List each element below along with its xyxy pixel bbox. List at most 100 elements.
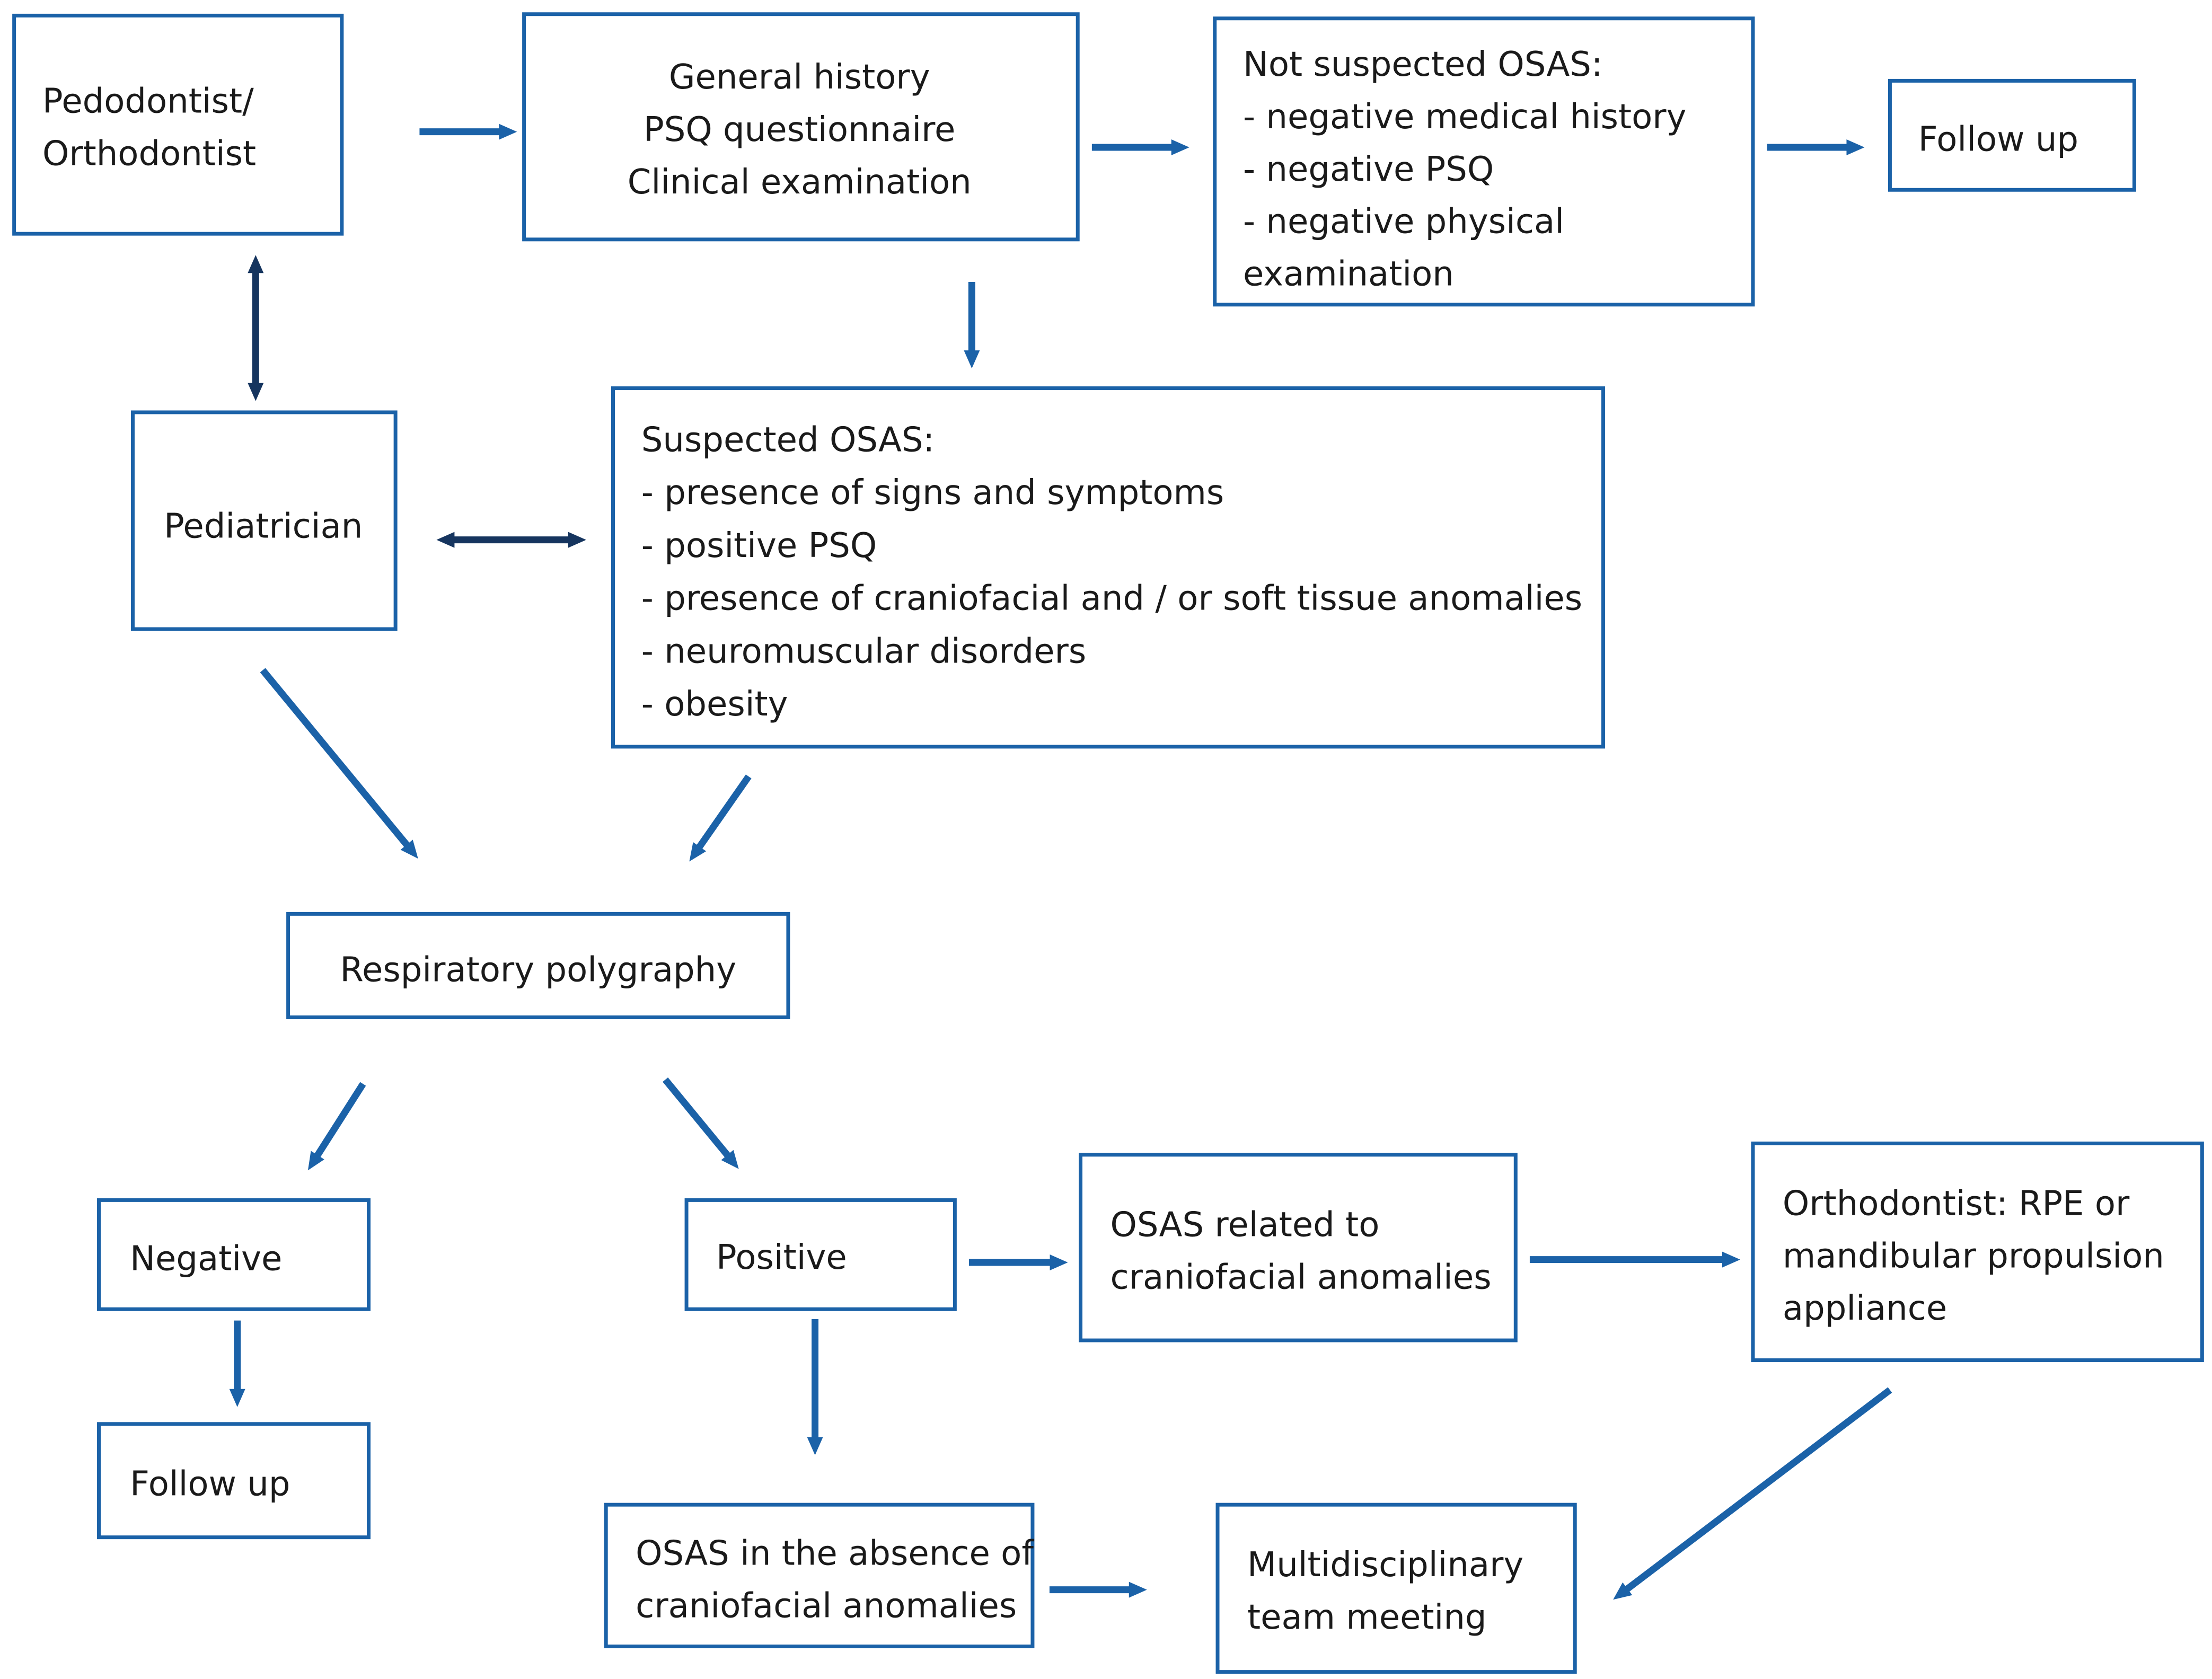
node-label-line: craniofacial anomalies xyxy=(636,1587,1017,1626)
node-label-line: mandibular propulsion xyxy=(1783,1236,2164,1276)
node-box xyxy=(604,1503,1035,1649)
node-label: Respiratory polygraphy xyxy=(340,950,736,989)
node-label-line: OSAS in the absence of xyxy=(636,1534,1034,1574)
arrow-osas-absence-to-multidisciplinary xyxy=(1049,1581,1147,1598)
arrow-head xyxy=(248,383,264,401)
node-box xyxy=(1213,16,1755,307)
node-label-line: - neuromuscular disorders xyxy=(641,632,1086,671)
arrow-suspected-to-polygraphy xyxy=(689,774,752,862)
node-label-line: Pedodontist/ xyxy=(42,82,254,121)
arrow-tail-head xyxy=(248,255,264,273)
node-label: Not suspected OSAS: - negative medical hi… xyxy=(1243,45,1686,294)
arrow-head xyxy=(568,532,586,548)
node-negative: Negative xyxy=(97,1198,371,1311)
node-label-line: Positive xyxy=(716,1238,847,1277)
arrow-shaft xyxy=(663,1077,732,1159)
node-label-line: Suspected OSAS: xyxy=(641,420,935,459)
arrow-general-history-to-suspected xyxy=(964,282,980,369)
node-label-line: Not suspected OSAS: xyxy=(1243,45,1603,84)
arrow-head xyxy=(1129,1581,1147,1598)
node-label-line: - negative medical history xyxy=(1243,98,1686,137)
arrow-shaft xyxy=(313,1082,366,1159)
node-label-line: - obesity xyxy=(641,685,788,724)
arrow-head xyxy=(1846,139,1865,156)
node-positive: Positive xyxy=(684,1198,957,1311)
node-label-line: Follow up xyxy=(130,1465,290,1504)
node-box xyxy=(130,410,398,631)
arrow-polygraphy-to-positive xyxy=(663,1077,739,1169)
node-osas-absence: OSAS in the absence of craniofacial anoma… xyxy=(604,1503,1035,1649)
node-box xyxy=(611,386,1605,749)
arrow-general-history-to-not-suspected xyxy=(1091,139,1189,156)
node-label-line: General history xyxy=(669,58,930,97)
arrow-head xyxy=(1050,1254,1068,1271)
arrow-tail-head xyxy=(436,532,455,548)
arrow-shaft xyxy=(260,668,411,849)
node-suspected: Suspected OSAS: - presence of signs and s… xyxy=(611,386,1605,749)
arrow-pedodontist-to-general-history xyxy=(419,123,517,140)
arrow-head xyxy=(964,350,980,369)
node-label: OSAS in the absence of craniofacial anoma… xyxy=(636,1534,1034,1626)
node-box xyxy=(1079,1153,1518,1342)
node-label: Pediatrician xyxy=(164,507,363,546)
arrow-pedodontist-to-pediatrician xyxy=(248,255,264,401)
arrow-head xyxy=(689,842,707,862)
arrow-pediatrician-to-polygraphy xyxy=(260,668,418,859)
node-label-line: craniofacial anomalies xyxy=(1110,1258,1491,1297)
arrow-head xyxy=(1722,1251,1740,1268)
arrow-orthodontist-rpe-to-multidisciplinary xyxy=(1613,1387,1892,1600)
node-follow-up-bottom: Follow up xyxy=(97,1422,371,1540)
node-box xyxy=(1888,78,2136,192)
node-label-line: Orthodontist: RPE or xyxy=(1783,1184,2130,1223)
arrows-layer xyxy=(229,123,1892,1600)
arrow-head xyxy=(400,840,418,859)
node-label: Suspected OSAS: - presence of signs and s… xyxy=(641,420,1582,724)
arrow-shaft xyxy=(1624,1387,1892,1593)
node-label: OSAS related to craniofacial anomalies xyxy=(1110,1206,1491,1297)
node-multidisciplinary: Multidisciplinary team meeting xyxy=(1215,1503,1577,1674)
node-label-line: Pediatrician xyxy=(164,507,363,546)
node-label-line: Respiratory polygraphy xyxy=(340,950,736,989)
node-label-line: - negative physical xyxy=(1243,202,1564,242)
arrow-head xyxy=(307,1151,324,1171)
arrow-head xyxy=(499,123,517,140)
node-box xyxy=(97,1422,371,1540)
arrow-positive-to-osas-absence xyxy=(807,1319,823,1455)
node-pedodontist: Pedodontist/Orthodontist xyxy=(12,13,344,236)
node-label-line: - presence of craniofacial and / or soft… xyxy=(641,579,1582,618)
node-label-line: Orthodontist xyxy=(42,134,256,173)
node-label-line: - negative PSQ xyxy=(1243,150,1494,189)
arrow-head xyxy=(721,1150,739,1169)
node-label-line: examination xyxy=(1243,255,1454,294)
node-polygraphy: Respiratory polygraphy xyxy=(286,912,790,1020)
node-box xyxy=(97,1198,371,1311)
node-label-line: Follow up xyxy=(1918,120,2078,160)
node-label: Positive xyxy=(716,1238,847,1277)
node-osas-craniofacial: OSAS related to craniofacial anomalies xyxy=(1079,1153,1518,1342)
arrow-pediatrician-to-suspected xyxy=(436,532,586,548)
arrow-head xyxy=(1613,1582,1633,1600)
arrow-not-suspected-to-follow-up-top xyxy=(1767,139,1865,156)
node-label: Multidisciplinary team meeting xyxy=(1247,1545,1523,1637)
node-not-suspected: Not suspected OSAS: - negative medical hi… xyxy=(1213,16,1755,307)
node-label-line: Multidisciplinary xyxy=(1247,1545,1523,1585)
node-label-line: Negative xyxy=(130,1240,282,1279)
node-pediatrician: Pediatrician xyxy=(130,410,398,631)
node-label-line: team meeting xyxy=(1247,1598,1487,1637)
arrow-positive-to-osas-craniofacial xyxy=(969,1254,1068,1271)
node-box xyxy=(522,12,1080,242)
node-box xyxy=(1215,1503,1577,1674)
arrow-head xyxy=(1171,139,1189,156)
arrow-head xyxy=(807,1437,823,1455)
arrow-osas-craniofacial-to-orthodontist-rpe xyxy=(1529,1251,1740,1268)
arrow-shaft xyxy=(695,774,752,851)
node-label-line: - presence of signs and symptoms xyxy=(641,473,1224,512)
node-orthodontist-rpe: Orthodontist: RPE or mandibular propulsio… xyxy=(1751,1141,2204,1362)
arrow-negative-to-follow-up-bottom xyxy=(229,1320,245,1407)
node-label-line: OSAS related to xyxy=(1110,1206,1379,1245)
node-box xyxy=(286,912,790,1020)
arrow-head xyxy=(229,1389,245,1407)
